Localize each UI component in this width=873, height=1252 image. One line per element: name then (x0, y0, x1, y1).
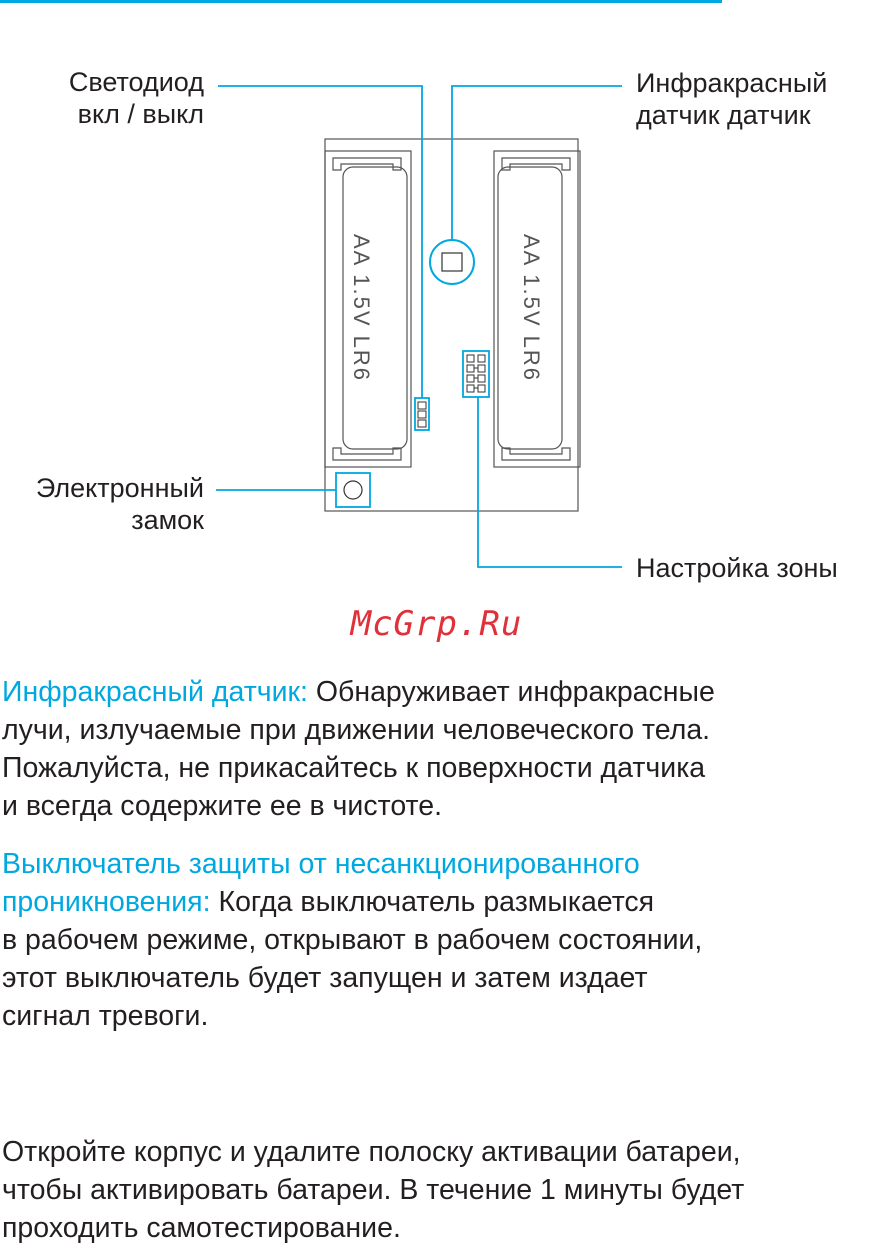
zone-jumper-pins (466, 354, 486, 393)
leader-led (218, 85, 423, 398)
label-led-switch: Светодиод вкл / выкл (68, 67, 204, 129)
led-switch-pin-1 (417, 401, 427, 410)
tamper-switch-frame (335, 472, 371, 508)
paragraph-activation: Откройте корпус и удалите полоску актива… (2, 1136, 745, 1244)
paragraph-ir-sensor: Инфракрасный датчик: Обнаруживает инфрак… (2, 676, 715, 822)
top-accent-rule (0, 0, 722, 3)
leader-zone (477, 397, 622, 568)
sensor-board-diagram: AA 1.5V LR6 AA 1.5V LR6 (216, 85, 622, 568)
battery-label-left: AA 1.5V LR6 (349, 234, 374, 382)
watermark-text: McGrp.Ru (350, 604, 523, 644)
battery-holder-right: AA 1.5V LR6 (493, 150, 581, 468)
led-switch-frame (414, 397, 430, 431)
led-switch-pin-3 (417, 419, 427, 428)
paragraph-tamper-switch: Выключатель защиты от несанкционированно… (2, 845, 873, 1035)
leader-ir (451, 85, 622, 240)
label-ir-sensor: Инфракрасный датчик датчик (636, 68, 828, 130)
battery-label-right: AA 1.5V LR6 (519, 234, 544, 382)
ir-sensor-ring (429, 239, 475, 285)
zone-jumper-frame (462, 350, 490, 398)
tamper-switch-button (343, 480, 363, 500)
label-electronic-lock: Электронный замок (35, 473, 204, 535)
battery-holder-left: AA 1.5V LR6 (324, 150, 412, 468)
label-zone-setting: Настройка зоны (636, 553, 838, 583)
term-tamper-switch: Выключатель защиты от несанкционированно… (2, 848, 640, 880)
term-ir-sensor: Инфракрасный датчик: (2, 676, 308, 708)
ir-sensor-window (441, 252, 463, 272)
led-switch-pin-2 (417, 410, 427, 419)
